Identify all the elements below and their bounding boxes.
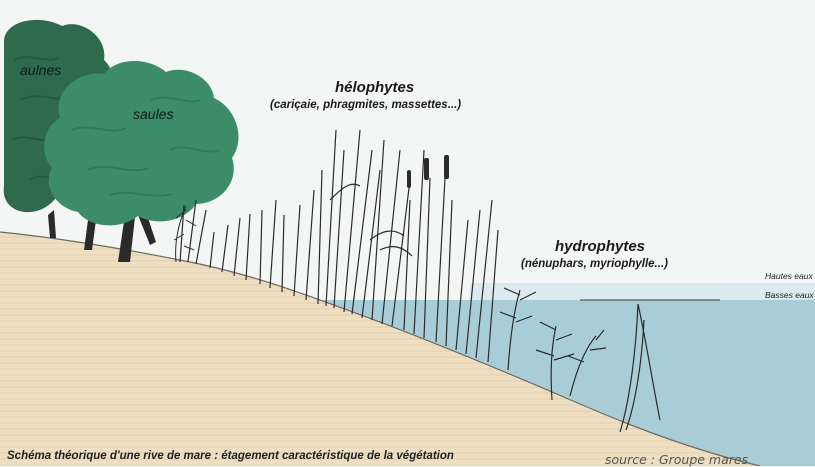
alder-label: aulnes xyxy=(20,62,61,78)
figure-caption: Schéma théorique d'une rive de mare : ét… xyxy=(7,450,454,462)
helophytes-examples: (cariçaie, phragmites, massettes...) xyxy=(270,99,461,111)
hydrophytes-examples: (nénuphars, myriophylle...) xyxy=(521,258,668,270)
high-water-label: Hautes eaux xyxy=(765,271,813,281)
hydrophytes-title: hydrophytes xyxy=(555,238,645,255)
low-water-label: Basses eaux xyxy=(765,290,814,300)
helophytes-title: hélophytes xyxy=(335,79,414,96)
high-water-zone xyxy=(470,283,815,300)
source-credit: source : Groupe mares xyxy=(605,452,748,467)
willow-label: saules xyxy=(133,106,173,122)
